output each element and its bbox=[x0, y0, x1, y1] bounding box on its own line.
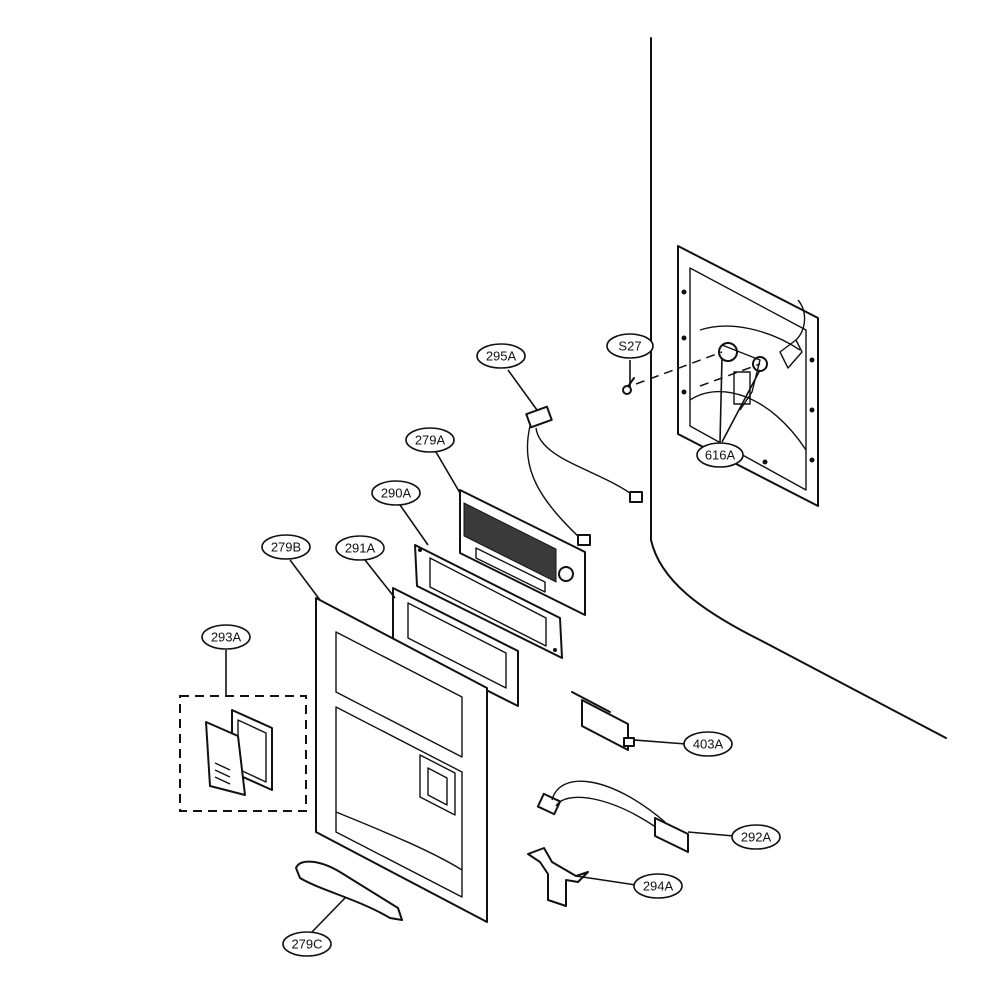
micro-switch bbox=[571, 691, 635, 751]
callout-616a: 616A bbox=[696, 442, 744, 468]
dispenser-housing bbox=[677, 245, 819, 507]
callout-290a: 290A bbox=[371, 480, 421, 506]
callout-279a: 279A bbox=[405, 427, 455, 453]
callout-293a: 293A bbox=[201, 624, 251, 650]
callout-label: S27 bbox=[618, 339, 641, 354]
screw-s27 bbox=[622, 351, 761, 395]
wire-harness bbox=[525, 405, 643, 546]
callout-279b: 279B bbox=[261, 534, 311, 560]
callout-label: 292A bbox=[741, 830, 772, 845]
callout-label: 279A bbox=[415, 433, 446, 448]
callout-label: 290A bbox=[381, 486, 412, 501]
callout-291a: 291A bbox=[335, 535, 385, 561]
callout-label: 279C bbox=[291, 937, 322, 952]
front-frame bbox=[315, 597, 488, 923]
drip-tray bbox=[295, 860, 403, 921]
callout-403a: 403A bbox=[683, 731, 733, 757]
callout-label: 295A bbox=[486, 349, 517, 364]
control-board bbox=[459, 489, 586, 616]
sensor-harness bbox=[536, 780, 689, 853]
callout-label: 293A bbox=[211, 630, 242, 645]
button-assembly bbox=[179, 695, 307, 812]
callout-label: 616A bbox=[705, 448, 736, 463]
callout-279c: 279C bbox=[282, 931, 332, 957]
leader-lines bbox=[225, 357, 761, 933]
callout-label: 294A bbox=[643, 879, 674, 894]
refrigerator-door-outline bbox=[650, 37, 947, 739]
callout-294a: 294A bbox=[633, 873, 683, 899]
callout-295a: 295A bbox=[476, 343, 526, 369]
bracket bbox=[527, 847, 589, 907]
callout-292a: 292A bbox=[731, 824, 781, 850]
display-cover bbox=[392, 587, 519, 707]
callout-label: 279B bbox=[271, 540, 301, 555]
callout-label: 403A bbox=[693, 737, 724, 752]
frame-panel bbox=[414, 544, 563, 659]
callout-label: 291A bbox=[345, 541, 376, 556]
callout-s27: S27 bbox=[606, 333, 654, 359]
